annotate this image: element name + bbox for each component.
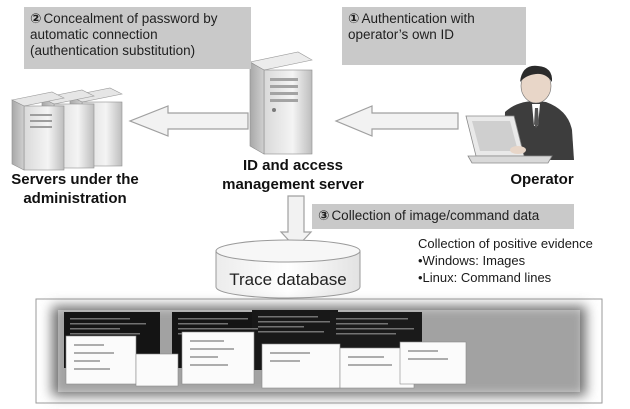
id-server-icon <box>249 51 313 155</box>
database-label: Trace database <box>229 270 347 289</box>
operator-label: Operator <box>510 171 574 188</box>
database-icon <box>215 239 361 299</box>
screenshot-window-4 <box>261 343 341 389</box>
evidence-block: Collection of positive evidence •Windows… <box>418 235 628 286</box>
evidence-item-linux: •Linux: Command lines <box>418 270 552 285</box>
screenshot-window-6 <box>399 341 467 385</box>
evidence-title: Collection of positive evidence <box>418 236 593 251</box>
arrow-operator-to-server <box>334 105 459 137</box>
callout-collection-text: Collection of image/command data <box>331 208 540 223</box>
screenshot-window-2 <box>135 353 179 387</box>
managed-servers-label: Servers under the administration <box>11 171 139 207</box>
trace-screenshots <box>35 298 603 404</box>
step-3-number: ③ <box>318 208 330 223</box>
step-1-number: ① <box>348 11 360 26</box>
step-2-number: ② <box>30 11 42 26</box>
callout-authentication-text: Authentication with operator’s own ID <box>348 11 475 42</box>
evidence-item-windows: •Windows: Images <box>418 253 526 268</box>
callout-concealment-text: Concealment of password by automatic con… <box>30 11 218 58</box>
operator-icon <box>465 65 574 164</box>
managed-servers-icon <box>11 87 123 171</box>
arrow-server-to-servers <box>128 105 249 137</box>
id-server-label: ID and access management server <box>222 157 364 193</box>
